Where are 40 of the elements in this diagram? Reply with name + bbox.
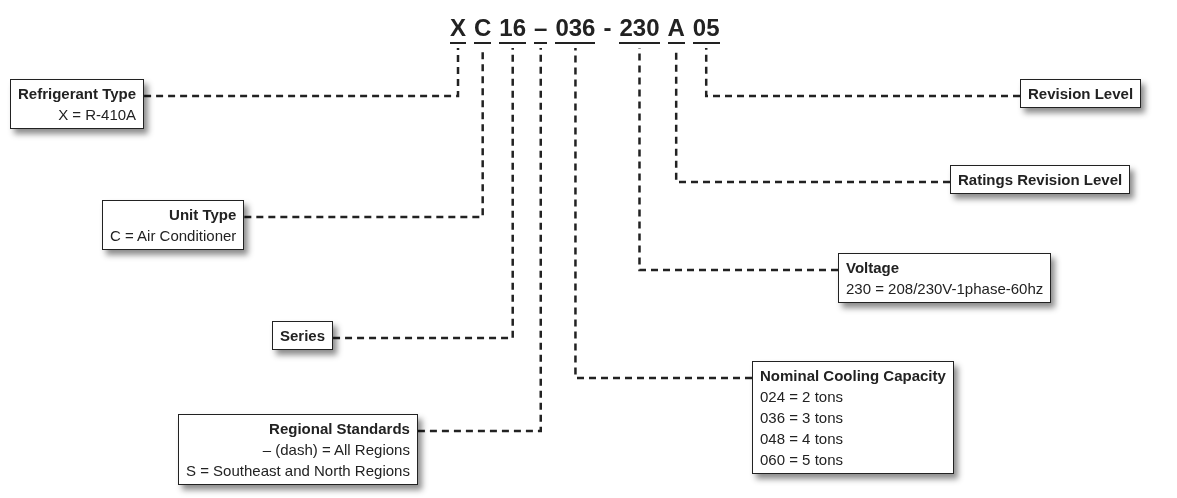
- box-text: 036 = 3 tons: [760, 408, 843, 428]
- box-heading: Series: [280, 326, 326, 346]
- code-segment: 036: [555, 14, 596, 44]
- description-box: [1020, 79, 1142, 108]
- description-box: [178, 414, 418, 485]
- description-box: [10, 79, 145, 129]
- code-segment: 05: [692, 14, 720, 44]
- box-text: – (dash) = All Regions: [262, 440, 410, 460]
- code-segment: A: [667, 14, 685, 44]
- leader-line: [704, 48, 1020, 98]
- box-text: 048 = 4 tons: [760, 429, 843, 449]
- description-box: [102, 200, 245, 250]
- box-heading: Unit Type: [169, 205, 237, 225]
- code-segment: C: [474, 14, 492, 44]
- leader-line: [638, 48, 838, 272]
- box-text: 060 = 5 tons: [760, 450, 843, 470]
- leader-line: [417, 48, 542, 433]
- description-box: [950, 165, 1131, 194]
- box-text: C = Air Conditioner: [110, 226, 237, 246]
- box-text: S = Southeast and North Regions: [186, 461, 410, 481]
- box-text: X = R-410A: [58, 105, 137, 125]
- code-segment: 16: [499, 14, 527, 44]
- description-box: [752, 361, 954, 474]
- box-heading: Ratings Revision Level: [958, 170, 1123, 190]
- box-heading: Voltage: [846, 258, 900, 278]
- leader-line: [333, 48, 514, 340]
- box-heading: Nominal Cooling Capacity: [760, 366, 946, 386]
- leader-line: [574, 48, 752, 380]
- box-heading: Regional Standards: [269, 419, 410, 439]
- box-heading: Revision Level: [1028, 84, 1134, 104]
- description-box: [272, 321, 334, 350]
- code-segment: –: [534, 14, 548, 44]
- box-text: 024 = 2 tons: [760, 387, 843, 407]
- leader-line: [144, 48, 460, 98]
- code-segment: 230: [619, 14, 660, 44]
- box-heading: Refrigerant Type: [18, 84, 137, 104]
- box-text: 230 = 208/230V-1phase-60hz: [846, 279, 1044, 299]
- separator-hyphen: -: [603, 14, 612, 43]
- code-segment: X: [450, 14, 466, 44]
- description-box: [838, 253, 1052, 303]
